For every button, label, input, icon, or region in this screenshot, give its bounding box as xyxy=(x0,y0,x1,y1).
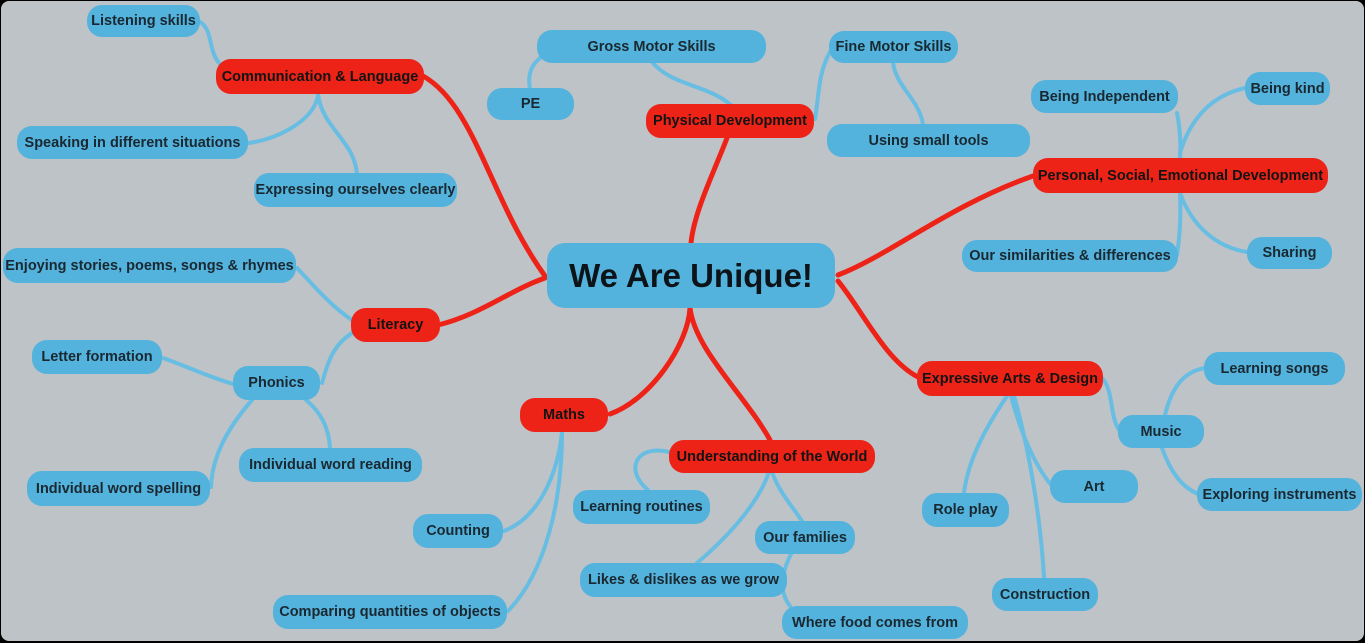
link-physical-gross-motor xyxy=(650,60,733,107)
node-expressing-ourselves-clearly[interactable]: Expressing ourselves clearly xyxy=(254,173,457,207)
node-where-food-comes-from[interactable]: Where food comes from xyxy=(782,606,968,639)
node-individual-word-reading[interactable]: Individual word reading xyxy=(239,448,422,482)
link-psed-being-kind xyxy=(1178,86,1247,155)
node-physical-development[interactable]: Physical Development xyxy=(646,104,814,138)
link-music-exploring-instruments xyxy=(1160,446,1200,496)
link-literacy-phonics xyxy=(320,330,356,385)
link-fine-motor-small-tools xyxy=(891,61,925,126)
node-counting[interactable]: Counting xyxy=(413,514,503,548)
node-likes-dislikes[interactable]: Likes & dislikes as we grow xyxy=(580,563,787,597)
link-phonics-letter-formation xyxy=(161,356,235,386)
link-arts-construction xyxy=(1012,394,1046,580)
link-world-likes-dislikes xyxy=(695,470,771,565)
node-pe[interactable]: PE xyxy=(487,88,574,120)
link-center-physical xyxy=(688,135,730,246)
node-phonics[interactable]: Phonics xyxy=(233,366,320,400)
node-exploring-instruments[interactable]: Exploring instruments xyxy=(1197,478,1362,511)
link-maths-comparing xyxy=(506,430,564,613)
node-enjoying-stories[interactable]: Enjoying stories, poems, songs & rhymes xyxy=(3,248,296,283)
node-personal-social-emotional-development[interactable]: Personal, Social, Emotional Development xyxy=(1033,158,1328,193)
node-communication-language[interactable]: Communication & Language xyxy=(216,59,424,94)
link-gross-motor-pe xyxy=(527,56,542,91)
link-center-expressive-arts xyxy=(835,278,921,380)
node-maths[interactable]: Maths xyxy=(520,398,608,432)
node-music[interactable]: Music xyxy=(1118,415,1204,448)
link-physical-fine-motor xyxy=(813,50,832,121)
link-psed-sharing xyxy=(1178,191,1249,254)
link-psed-similarities xyxy=(1175,191,1183,257)
link-phonics-word-spelling xyxy=(209,398,254,489)
link-center-world xyxy=(687,305,773,443)
node-role-play[interactable]: Role play xyxy=(922,493,1009,527)
link-world-learning-routines xyxy=(633,448,671,492)
node-listening-skills[interactable]: Listening skills xyxy=(87,5,200,37)
node-literacy[interactable]: Literacy xyxy=(351,308,440,342)
node-similarities-differences[interactable]: Our similarities & differences xyxy=(962,240,1178,272)
node-learning-songs[interactable]: Learning songs xyxy=(1204,352,1345,385)
node-using-small-tools[interactable]: Using small tools xyxy=(827,124,1030,157)
node-we-are-unique[interactable]: We Are Unique! xyxy=(547,243,835,308)
node-our-families[interactable]: Our families xyxy=(755,521,855,554)
node-art[interactable]: Art xyxy=(1050,470,1138,503)
node-letter-formation[interactable]: Letter formation xyxy=(32,340,162,374)
node-learning-routines[interactable]: Learning routines xyxy=(573,490,710,524)
node-being-kind[interactable]: Being kind xyxy=(1245,72,1330,105)
link-arts-role-play xyxy=(962,394,1009,495)
link-center-maths xyxy=(607,305,693,417)
node-expressive-arts-design[interactable]: Expressive Arts & Design xyxy=(917,361,1103,396)
node-sharing[interactable]: Sharing xyxy=(1247,237,1332,269)
node-speaking-different-situations[interactable]: Speaking in different situations xyxy=(17,126,248,159)
link-center-communication xyxy=(420,73,548,279)
link-communication-speaking xyxy=(247,92,320,145)
node-construction[interactable]: Construction xyxy=(992,578,1098,611)
link-phonics-word-reading xyxy=(304,398,332,450)
node-individual-word-spelling[interactable]: Individual word spelling xyxy=(27,471,210,506)
link-arts-music xyxy=(1100,376,1121,432)
node-fine-motor-skills[interactable]: Fine Motor Skills xyxy=(829,31,958,63)
link-center-literacy xyxy=(435,275,548,328)
node-understanding-of-the-world[interactable]: Understanding of the World xyxy=(669,440,875,473)
link-literacy-enjoying-stories xyxy=(295,266,354,322)
node-gross-motor-skills[interactable]: Gross Motor Skills xyxy=(537,30,766,63)
link-communication-expressing xyxy=(316,92,359,176)
link-music-learning-songs xyxy=(1163,366,1207,417)
node-being-independent[interactable]: Being Independent xyxy=(1031,80,1178,113)
node-comparing-quantities[interactable]: Comparing quantities of objects xyxy=(273,595,507,629)
link-center-psed xyxy=(835,173,1036,278)
link-communication-listening-skills xyxy=(198,20,222,66)
link-world-our-families xyxy=(770,470,804,523)
